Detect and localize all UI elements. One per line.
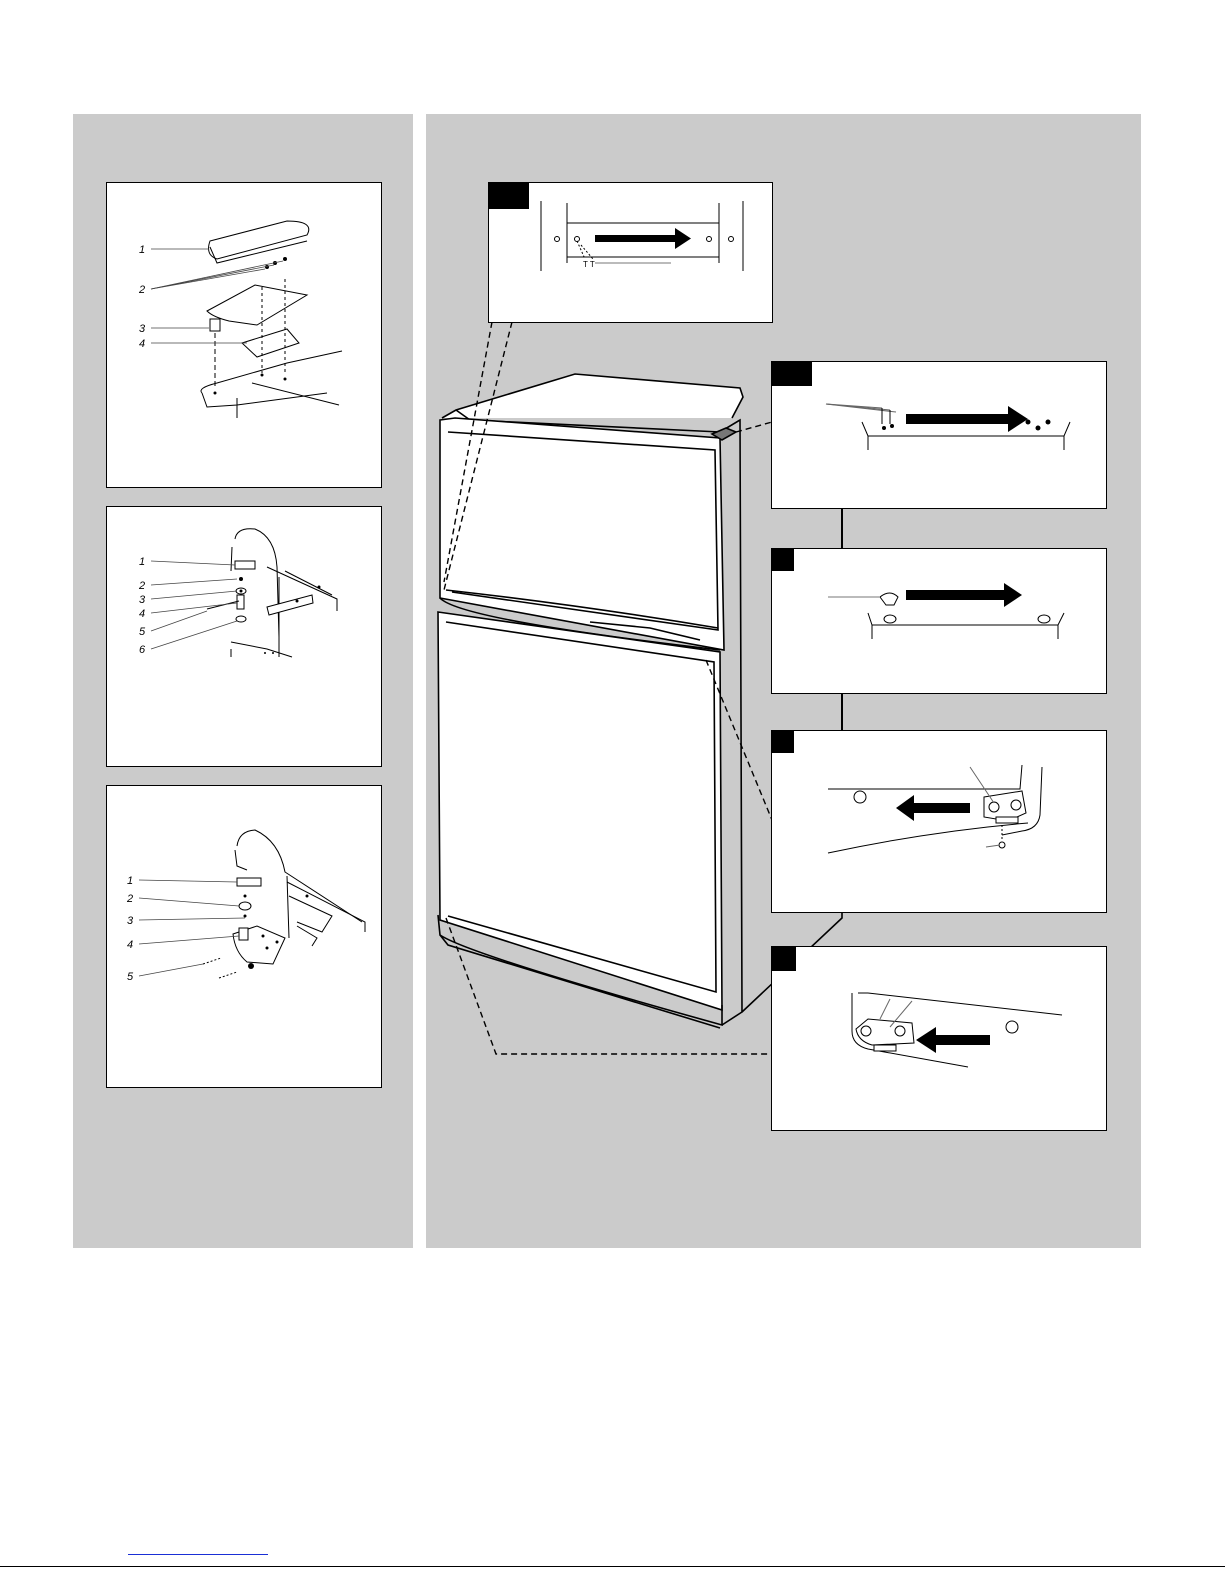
part-label: 1 — [139, 244, 145, 256]
part-label: 4 — [139, 608, 145, 620]
part-label: 3 — [127, 915, 134, 927]
callout-box-hole-plug — [771, 548, 1107, 694]
top-hinge-diagram: 1 2 3 4 — [106, 182, 382, 488]
part-label: 5 — [127, 971, 134, 983]
footer-link-underline[interactable] — [128, 1554, 268, 1555]
bottom-hinge-diagram: 1 2 3 4 5 — [106, 785, 382, 1088]
part-label: 2 — [138, 284, 145, 296]
part-label: 2 — [138, 580, 145, 592]
part-label: 1 — [139, 556, 145, 568]
part-label: 1 — [127, 875, 133, 887]
part-label: 4 — [139, 338, 145, 350]
arrow-left-icon — [912, 803, 970, 813]
svg-text:T T: T T — [583, 260, 595, 269]
part-label: 3 — [139, 323, 146, 335]
callout-box-center-hinge — [771, 730, 1107, 913]
callout-box-bottom-hinge — [771, 946, 1107, 1131]
arrow-left-icon — [934, 1035, 990, 1045]
callout-box-hinge-screws — [771, 361, 1107, 509]
arrow-right-icon — [595, 235, 675, 242]
part-label: 5 — [139, 626, 146, 638]
footer-rule — [0, 1566, 1225, 1567]
arrow-right-icon — [906, 590, 1006, 600]
part-label: 2 — [126, 893, 133, 905]
part-label: 3 — [139, 594, 146, 606]
part-label: 6 — [139, 644, 146, 656]
callout-box-top-strip: T T — [488, 182, 773, 323]
center-hinge-diagram: 1 2 3 4 5 6 — [106, 506, 382, 767]
arrow-right-icon — [906, 414, 1010, 424]
part-label: 4 — [127, 939, 133, 951]
